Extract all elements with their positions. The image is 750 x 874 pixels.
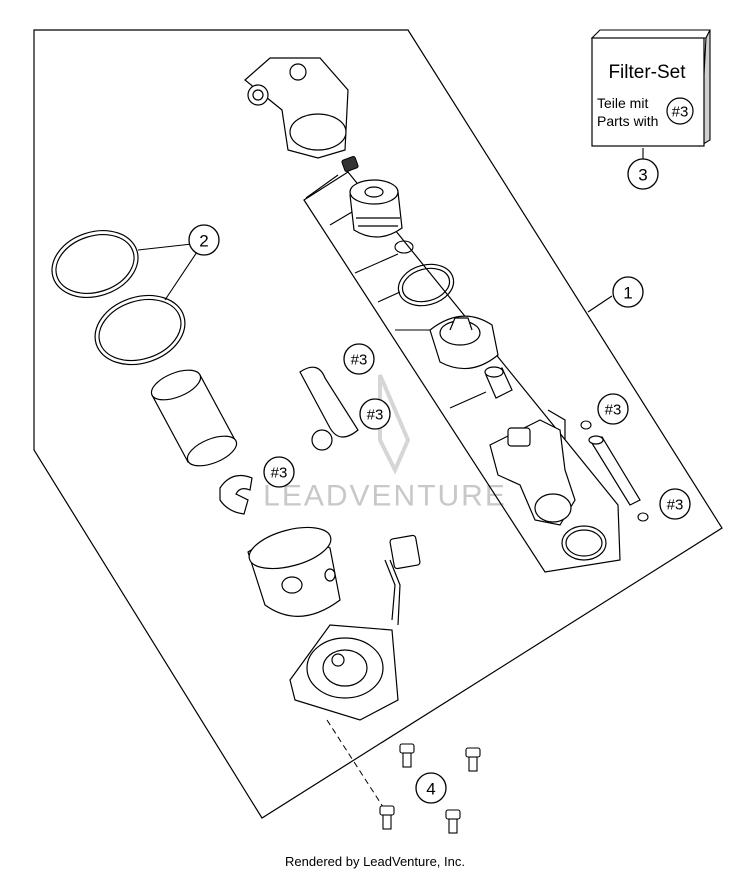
bolt-1 (399, 743, 415, 768)
filter-set-line1: Teile mit (597, 95, 648, 111)
small-o-ring-1 (394, 240, 414, 254)
hash-label-oring-small: #3 (597, 393, 629, 425)
svg-text:3: 3 (638, 166, 647, 185)
svg-text:2: 2 (199, 232, 208, 251)
kit-leaders (305, 174, 487, 409)
callout-2: 2 (188, 224, 220, 256)
callout-3: 3 (627, 158, 659, 190)
callout-2-leaders (137, 243, 198, 301)
strainer-pin (299, 366, 359, 451)
filter-set-title: Filter-Set (608, 62, 686, 83)
kit-o-ring-bottom (561, 525, 607, 561)
pressure-regulator (244, 57, 349, 159)
valve-body (429, 315, 499, 370)
footer-credit: Rendered by LeadVenture, Inc. (285, 854, 465, 869)
o-ring-large-1 (51, 230, 139, 298)
hash-label-center: #3 (343, 343, 375, 375)
watermark: LEADVENTURE (263, 374, 507, 513)
spring (341, 156, 359, 172)
assembly-outline (33, 29, 723, 819)
hash-label-clip: #3 (263, 456, 295, 488)
filter-set-badge: #3 (672, 104, 689, 121)
small-o-ring-2 (580, 420, 592, 430)
bolt-3 (379, 805, 395, 830)
callout-4: 4 (415, 772, 447, 804)
medium-o-ring (397, 263, 455, 307)
svg-text:#3: #3 (271, 465, 288, 482)
small-tube (484, 366, 513, 399)
callout-1: 1 (612, 276, 644, 308)
pump-housing-cup (247, 526, 341, 617)
svg-text:4: 4 (426, 780, 435, 799)
filter-sleeve (150, 369, 238, 467)
o-ring-large-2 (94, 294, 186, 366)
retaining-clip (219, 475, 253, 515)
fuel-pump-motor (489, 409, 576, 526)
kit-outline (303, 171, 621, 573)
bolt-4 (445, 809, 461, 834)
pump-flange-base (289, 534, 421, 721)
guide-pin (588, 435, 641, 506)
svg-text:#3: #3 (367, 407, 384, 424)
watermark-text: LEADVENTURE (263, 480, 507, 513)
small-o-ring-3 (637, 512, 649, 522)
bolt-2 (465, 747, 481, 772)
svg-text:1: 1 (623, 284, 632, 303)
filter-set-box: Filter-Set Teile mit Parts with #3 (590, 29, 711, 148)
hash-label-pin: #3 (359, 398, 391, 430)
callout-1-leader (587, 295, 613, 313)
hash-label-oring-bottom: #3 (659, 488, 691, 520)
svg-text:#3: #3 (351, 352, 368, 369)
filter-element (349, 179, 403, 238)
filter-set-line2: Parts with (597, 113, 658, 129)
mount-dashed-line (326, 719, 386, 811)
svg-text:#3: #3 (605, 402, 622, 419)
svg-text:#3: #3 (667, 497, 684, 514)
